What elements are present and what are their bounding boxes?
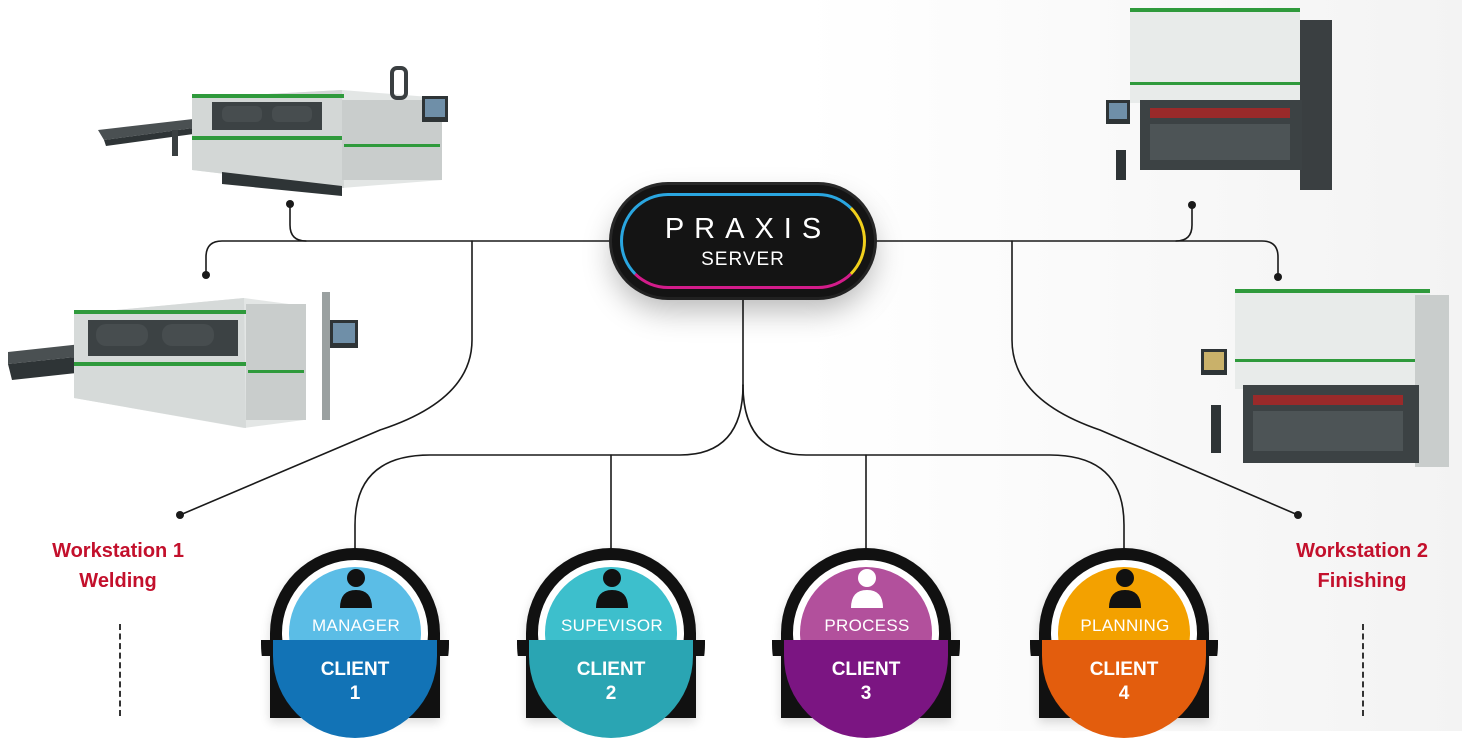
client-4: PLANNING CLIENT 4	[1030, 548, 1218, 738]
client-role: PLANNING	[1080, 616, 1170, 635]
client-name: CLIENT 1	[261, 658, 449, 706]
node-dot	[286, 200, 294, 208]
workstation-1-title: Workstation 1	[52, 540, 184, 562]
workstation-2-title: Workstation 2	[1296, 540, 1428, 562]
client-name: CLIENT 3	[772, 658, 960, 706]
node-dot	[1294, 511, 1302, 519]
laser-cutter-icon	[8, 292, 358, 428]
client-2: SUPEVISOR CLIENT 2	[517, 548, 705, 738]
laser-cutter-icon	[98, 66, 448, 196]
ws2-link	[1011, 240, 1299, 516]
client-badge: CLIENT 2	[517, 640, 705, 738]
node-dot	[1274, 273, 1282, 281]
press-brake-icon	[1201, 289, 1449, 467]
workstation-1-dashed-line	[119, 624, 121, 716]
client-number: 2	[605, 683, 617, 704]
server-bus-right	[873, 240, 1279, 277]
server-link-machine1	[289, 204, 307, 242]
laser-cutter-machine-1	[92, 60, 462, 200]
client-role: MANAGER	[311, 616, 401, 635]
workstation-1-subtitle: Welding	[79, 570, 157, 592]
server-link-machine3	[1175, 205, 1193, 242]
client-number: 4	[1118, 683, 1130, 704]
client-3: PROCESS CLIENT 3	[772, 548, 960, 738]
client-bus-left	[354, 384, 744, 549]
client-role: PROCESS	[824, 616, 910, 635]
praxis-server: PRAXIS SERVER	[612, 185, 874, 297]
workstation-2-dashed-line	[1362, 624, 1364, 716]
user-icon	[1109, 569, 1141, 608]
node-dot	[202, 271, 210, 279]
node-dot	[176, 511, 184, 519]
client-badge: CLIENT 3	[772, 640, 960, 738]
server-brand: PRAXIS	[664, 213, 832, 245]
workstation-2-subtitle: Finishing	[1317, 570, 1407, 592]
client-badge: CLIENT 4	[1030, 640, 1218, 738]
client-badge: CLIENT 1	[261, 640, 449, 738]
press-brake-machine-2	[1195, 285, 1450, 470]
client-role: SUPEVISOR	[561, 616, 663, 635]
node-dot	[1188, 201, 1196, 209]
ws1-link	[179, 240, 473, 516]
client-bus-right	[742, 384, 1125, 549]
laser-cutter-machine-2	[4, 280, 366, 430]
workstation-2-label: Workstation 2 Finishing	[1252, 536, 1462, 596]
press-brake-machine-1	[1100, 0, 1340, 195]
server-ring	[620, 193, 866, 289]
client-number: 3	[860, 683, 872, 704]
server-bus-left	[205, 240, 613, 275]
user-icon	[596, 569, 628, 608]
workstation-1-label: Workstation 1 Welding	[8, 536, 228, 596]
client-name: CLIENT 2	[517, 658, 705, 706]
client-1: MANAGER CLIENT 1	[261, 548, 449, 738]
press-brake-icon	[1106, 8, 1332, 190]
client-number: 1	[349, 683, 361, 704]
client-name: CLIENT 4	[1030, 658, 1218, 706]
server-label: SERVER	[701, 249, 785, 270]
user-icon	[340, 569, 372, 608]
user-icon	[851, 569, 883, 608]
